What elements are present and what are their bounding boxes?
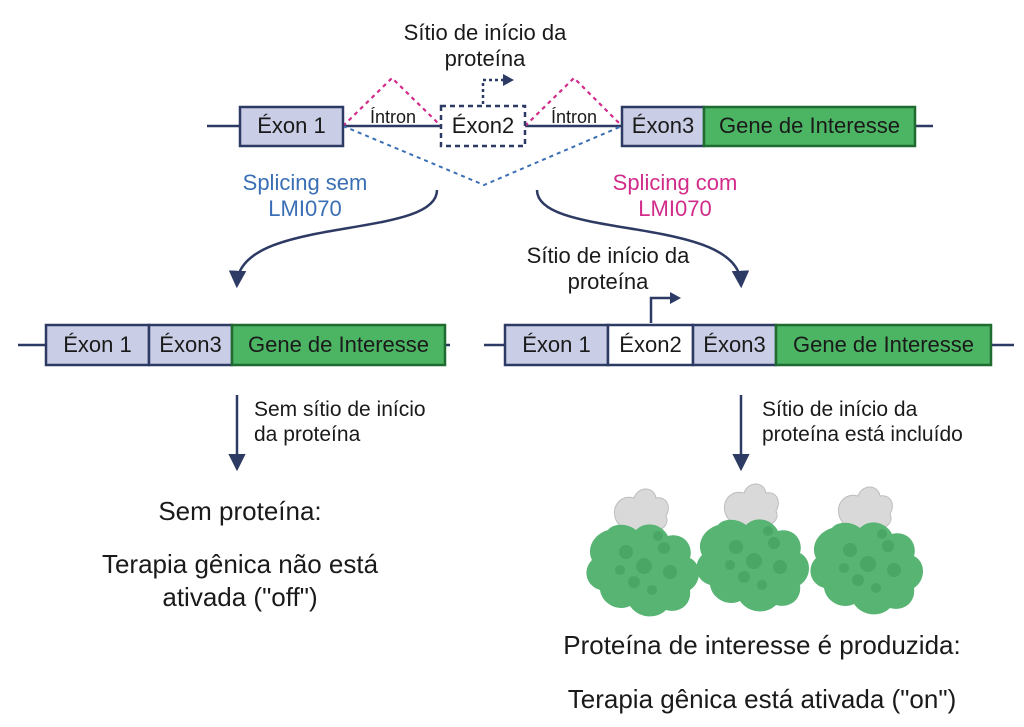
curved-arrow-right <box>535 189 750 289</box>
left-result-text: Terapia gênica não está ativada ("off") <box>50 548 430 615</box>
protein-icon <box>810 486 923 615</box>
top-intron-right-label: Íntron <box>550 107 598 127</box>
right-start-site-label: Sítio de início da proteína <box>508 243 708 295</box>
right-exon2-box <box>606 323 695 367</box>
right-gene-label: Gene de Interesse <box>792 332 974 357</box>
right-exon1-label: Éxon 1 <box>522 332 591 357</box>
right-arrow-note-line1: Sítio de início da <box>762 398 918 421</box>
splicing-with-line1: Splicing com <box>612 170 738 195</box>
exon3-box <box>620 105 706 148</box>
splicing-with-label: Splicing com LMI070 <box>585 170 765 222</box>
right-exon3-box <box>691 323 778 367</box>
right-arrow-note: Sítio de início da proteína está incluíd… <box>762 398 963 448</box>
splicing-with-line2: LMI070 <box>638 195 712 221</box>
right-mrna <box>484 292 1014 367</box>
start-site-arrowhead <box>503 74 514 86</box>
top-exon2-label: Éxon2 <box>451 113 515 138</box>
start-site-arrow-icon <box>481 78 505 104</box>
left-arrow-note-line1: Sem sítio de início <box>254 398 426 421</box>
right-gene-box <box>774 323 993 367</box>
splicing-path-blue <box>342 125 623 187</box>
right-result-line1: Terapia gênica está ativada ("on") <box>567 684 957 714</box>
pre-mrna <box>207 74 933 187</box>
right-exon3-label: Éxon3 <box>703 332 766 357</box>
protein-icon <box>586 488 699 617</box>
top-intron-left-label: Íntron <box>369 107 417 127</box>
left-result-line1: Terapia gênica não está <box>101 549 379 579</box>
left-gene-box <box>230 323 447 367</box>
splicing-path-left-pink <box>342 76 442 127</box>
proteins-group <box>586 483 923 617</box>
curved-arrow-left <box>228 189 439 289</box>
right-arrow-note-line2: proteína está incluído <box>762 422 963 446</box>
left-arrow-note: Sem sítio de início da proteína <box>254 398 426 448</box>
right-exon2-label: Éxon2 <box>619 332 682 357</box>
exon1-box <box>238 105 345 148</box>
top-exon3-label: Éxon3 <box>631 113 695 138</box>
splicing-without-line1: Splicing sem <box>242 170 368 195</box>
top-start-site-label: Sítio de início da proteína <box>403 20 567 71</box>
left-exon1-box <box>44 323 151 367</box>
top-exon1-label: Éxon 1 <box>257 113 326 138</box>
right-start-site-line2: proteína <box>567 268 649 294</box>
left-mrna <box>18 323 450 367</box>
splicing-without-line2: LMI070 <box>268 195 342 221</box>
right-result-title: Proteína de interesse é produzida: <box>563 630 961 660</box>
top-gene-label: Gene de Interesse <box>718 113 900 138</box>
protein-icon <box>696 483 809 612</box>
left-arrow-note-line2: da proteína <box>254 422 361 446</box>
splicing-without-label: Splicing sem LMI070 <box>215 170 395 222</box>
start-site-arrow-icon <box>649 296 672 323</box>
splicing-path-right-pink <box>524 76 623 127</box>
gene-box <box>702 105 917 148</box>
right-start-site-line1: Sítio de início da <box>526 243 690 268</box>
left-result-title: Sem proteína: <box>158 496 322 526</box>
left-exon3-box <box>147 323 234 367</box>
exon2-box <box>439 104 527 148</box>
left-exon1-label: Éxon 1 <box>63 332 132 357</box>
left-gene-label: Gene de Interesse <box>247 332 429 357</box>
left-result-line2: ativada ("off") <box>162 582 318 613</box>
left-exon3-label: Éxon3 <box>159 332 222 357</box>
